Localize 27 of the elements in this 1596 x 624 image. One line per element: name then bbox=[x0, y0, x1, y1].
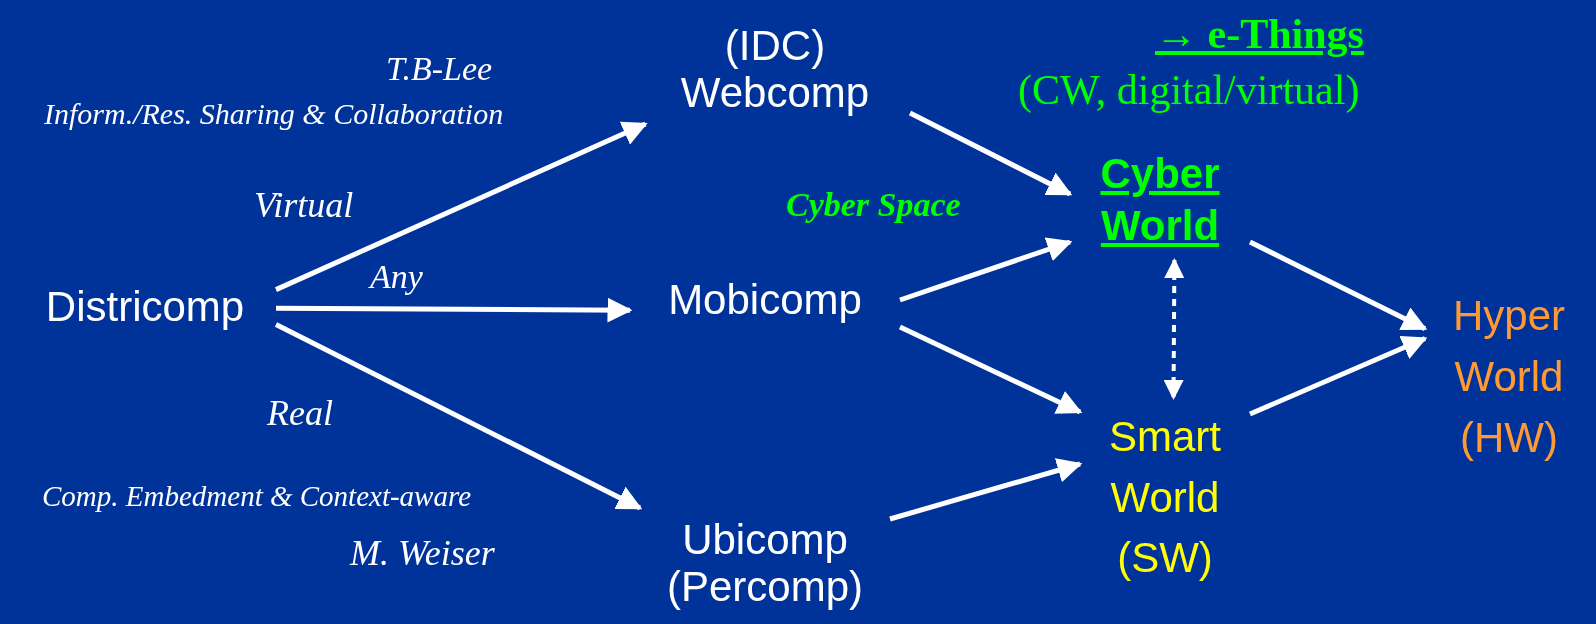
arrow bbox=[276, 297, 633, 323]
author-note: T.B-Lee bbox=[386, 50, 493, 88]
path-label: Virtual bbox=[254, 184, 354, 226]
path-label: Real bbox=[267, 392, 333, 434]
node-label: Ubicomp (Percomp) bbox=[665, 515, 864, 611]
path-label: Any bbox=[370, 258, 423, 296]
description-text: Comp. Embedment & Context-aware bbox=[42, 480, 472, 513]
node-label: Cyber World bbox=[1099, 148, 1221, 251]
arrow bbox=[274, 121, 648, 292]
dashed-double-arrow bbox=[1163, 258, 1185, 400]
author-note: M. Weiser bbox=[350, 532, 495, 574]
subheading: (CW, digital/virtual) bbox=[1018, 66, 1360, 114]
heading: → e-Things bbox=[1155, 10, 1364, 58]
arrow bbox=[898, 324, 1083, 415]
arrow bbox=[908, 110, 1073, 197]
arrow bbox=[1248, 239, 1428, 331]
node-label: Mobicomp bbox=[668, 276, 862, 324]
space-label: Cyber Space bbox=[786, 186, 961, 224]
arrow bbox=[889, 458, 1083, 522]
node-label: Smart World (SW) bbox=[1108, 411, 1222, 584]
node-label: Districomp bbox=[45, 283, 245, 331]
arrow bbox=[274, 322, 643, 511]
node-label: Hyper World (HW) bbox=[1451, 291, 1566, 463]
arrow bbox=[899, 237, 1073, 303]
description-text: Inform./Res. Sharing & Collaboration bbox=[44, 97, 504, 131]
arrow bbox=[1249, 335, 1428, 417]
node-label: (IDC) Webcomp bbox=[679, 21, 871, 117]
